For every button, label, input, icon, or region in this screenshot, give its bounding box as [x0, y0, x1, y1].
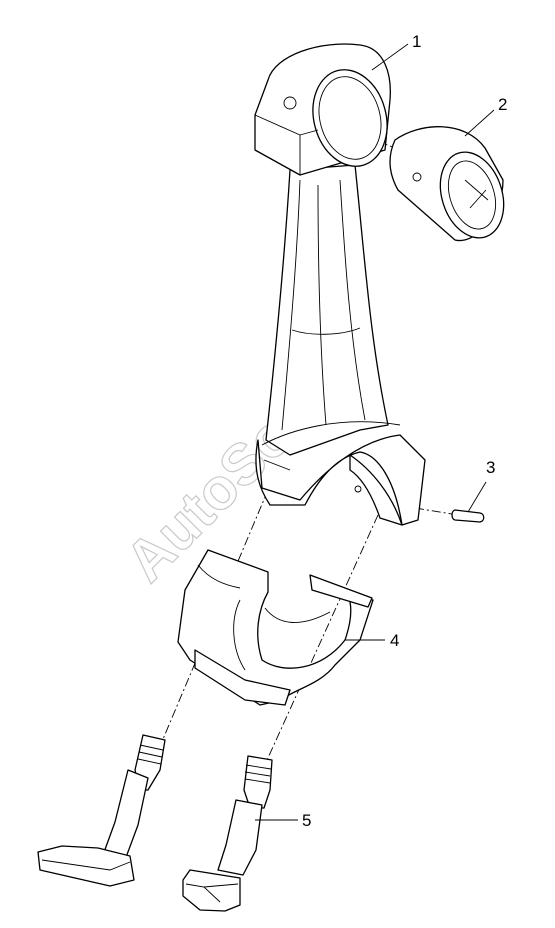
connecting-rod-bolt-right — [182, 755, 273, 912]
small-end-bushing — [389, 126, 505, 242]
callout-label-1: 1 — [412, 32, 421, 51]
callout-label-3: 3 — [486, 458, 495, 477]
callout-label-5: 5 — [302, 811, 311, 830]
connecting-rod — [254, 43, 426, 526]
callout-label-4: 4 — [390, 631, 399, 650]
connecting-rod-bolt-left — [37, 734, 166, 887]
callout-label-2: 2 — [498, 95, 507, 114]
connecting-rod-cap — [177, 549, 374, 706]
leader-lines — [255, 43, 495, 821]
dowel-pin — [451, 509, 485, 523]
